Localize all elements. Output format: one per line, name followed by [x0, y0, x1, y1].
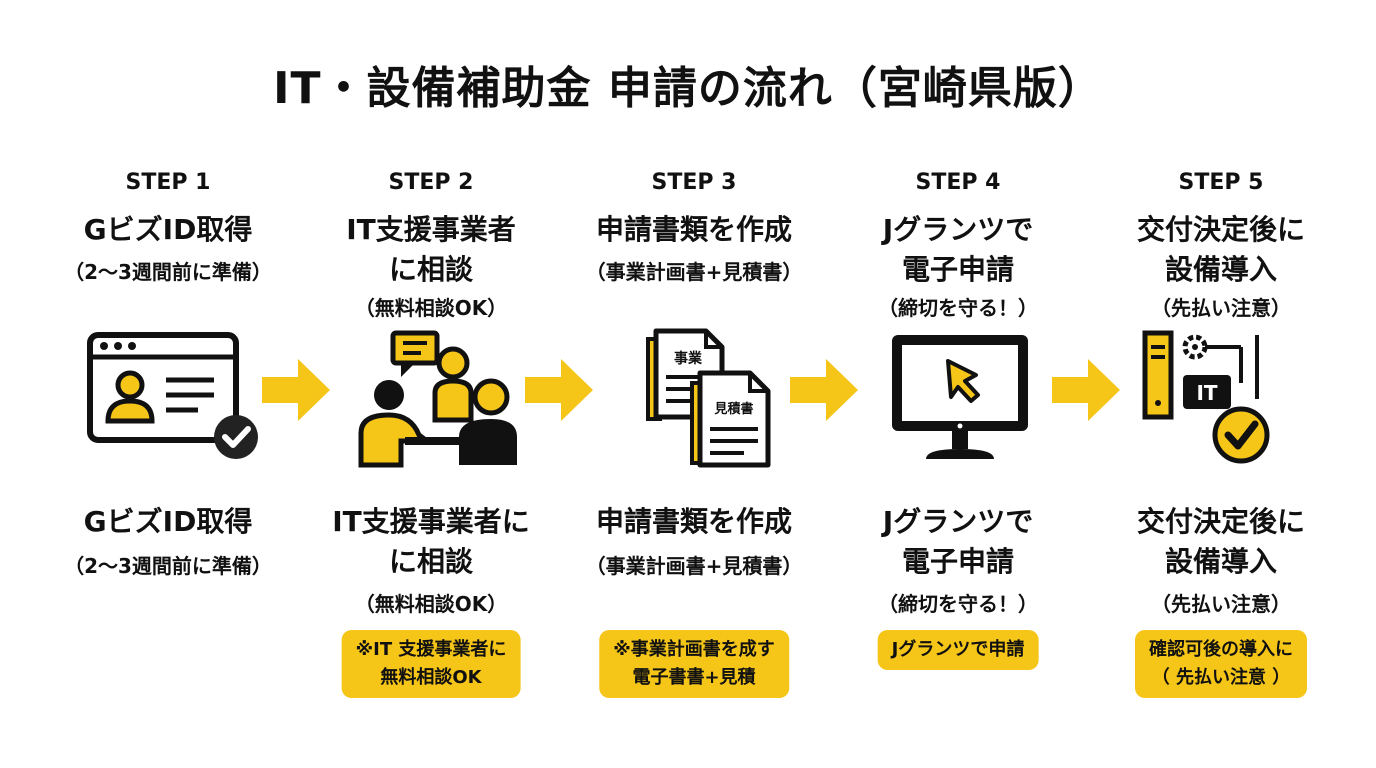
note-line: Jグランツで申請: [891, 639, 1025, 660]
step-title-bottom: GビズID取得: [33, 502, 303, 542]
step-title-line: Gビズ​ID取得: [83, 213, 253, 246]
note-line: （ 先払い注意 ）: [1151, 667, 1291, 688]
note-line: 電子書書+見積: [632, 667, 756, 688]
monitor-cursor-icon: [892, 335, 1028, 459]
step-title-top: Jグランツで 電子申請: [823, 210, 1093, 290]
step-1-column: STEP 1 Gビズ​ID取得 （2〜3週間前に準備） GビズID取得 （2〜3…: [33, 0, 303, 768]
step-title-bottom: 申請書類を作成: [559, 502, 829, 542]
step-subtitle-bottom: （先払い注意）: [1151, 592, 1291, 616]
step-subtitle-bottom: （締切を守る！）: [878, 592, 1038, 616]
arrow-right-icon: [1052, 359, 1120, 421]
arrow-right-icon: [262, 359, 330, 421]
documents-icon: 事業 見積書: [646, 328, 771, 468]
step-title-line: GビズID取得: [83, 505, 253, 538]
step-4-column: STEP 4 Jグランツで 電子申請 （締切を守る！） Jグランツで 電子申請 …: [823, 0, 1093, 768]
step-title-top: 交付決定後に 設備導入: [1086, 210, 1356, 290]
step-title-line: IT支援事業者: [346, 213, 516, 246]
step-title-line: に相談: [388, 545, 473, 578]
note-line: 確認可後の導入に: [1149, 639, 1293, 660]
note-line: ※事業計画書を成す: [613, 639, 775, 660]
step-note-badge: ※IT 支援事業者に 無料相談OK: [341, 630, 521, 698]
step-title-line: 申請書類を作成: [595, 505, 792, 538]
arrow-right-icon: [790, 359, 858, 421]
step-subtitle-top: （締切を守る！）: [878, 296, 1038, 320]
step-title-bottom: Jグランツで 電子申請: [823, 502, 1093, 582]
step-label: STEP 3: [651, 170, 737, 195]
step-title-line: 交付決定後に: [1136, 505, 1305, 538]
step-note-badge: Jグランツで申請: [877, 630, 1039, 670]
doc-label-estimate: 見積書: [713, 401, 753, 417]
step-title-line: Jグランツで: [882, 213, 1034, 246]
step-title-bottom: IT支援事業者に に相談: [296, 502, 566, 582]
step-note-badge: 確認可後の導入に （ 先払い注意 ）: [1135, 630, 1307, 698]
step-title-bottom: 交付決定後に 設備導入: [1086, 502, 1356, 582]
step-title-top: IT支援事業者 に相談: [296, 210, 566, 290]
step-label: STEP 1: [125, 170, 211, 195]
step-title-line: 電子申請: [901, 545, 1014, 578]
doc-label-plan: 事業: [674, 350, 703, 367]
arrow-right-icon: [525, 359, 593, 421]
step-2-column: STEP 2 IT支援事業者 に相談 （無料相談OK） IT支援事業者に に相談…: [296, 0, 566, 768]
note-line: 無料相談OK: [380, 667, 482, 688]
consultation-people-icon: [358, 330, 517, 468]
step-label: STEP 4: [915, 170, 1001, 195]
step-subtitle-top: （先払い注意）: [1151, 296, 1291, 320]
page-title: IT・設備補助金 申請の流れ（宮崎県版）: [273, 63, 1103, 114]
step-subtitle-top: （無料相談OK）: [354, 296, 508, 320]
it-label: IT: [1196, 381, 1217, 405]
step-title-line: に相談: [388, 253, 473, 286]
step-subtitle-bottom: （事業計画書+見積書）: [585, 554, 803, 578]
step-title-top: Gビズ​ID取得: [33, 210, 303, 250]
it-equipment-check-icon: IT: [1142, 330, 1270, 464]
step-subtitle-top: （2〜3週間前に準備）: [64, 260, 272, 284]
note-line: ※IT 支援事業者に: [355, 639, 507, 660]
step-note-badge: ※事業計画書を成す 電子書書+見積: [599, 630, 789, 698]
step-5-column: STEP 5 交付決定後に 設備導入 （先払い注意） IT 交付決定後に 設備導…: [1086, 0, 1356, 768]
step-subtitle-top: （事業計画書+見積書）: [585, 260, 803, 284]
step-title-line: 電子申請: [901, 253, 1014, 286]
step-title-line: 設備導入: [1164, 545, 1277, 578]
step-title-line: 申請書類を作成: [595, 213, 792, 246]
step-label: STEP 2: [388, 170, 474, 195]
step-subtitle-bottom: （無料相談OK）: [354, 592, 508, 616]
step-3-column: STEP 3 申請書類を作成 （事業計画書+見積書） 事業 見積書 申請書類を作…: [559, 0, 829, 768]
step-title-line: Jグランツで: [882, 505, 1034, 538]
step-label: STEP 5: [1178, 170, 1264, 195]
id-card-check-icon: [87, 332, 258, 459]
step-title-line: IT支援事業者に: [332, 505, 530, 538]
step-subtitle-bottom: （2〜3週間前に準備）: [64, 554, 272, 578]
step-title-top: 申請書類を作成: [559, 210, 829, 250]
step-title-line: 設備導入: [1164, 253, 1277, 286]
step-title-line: 交付決定後に: [1136, 213, 1305, 246]
